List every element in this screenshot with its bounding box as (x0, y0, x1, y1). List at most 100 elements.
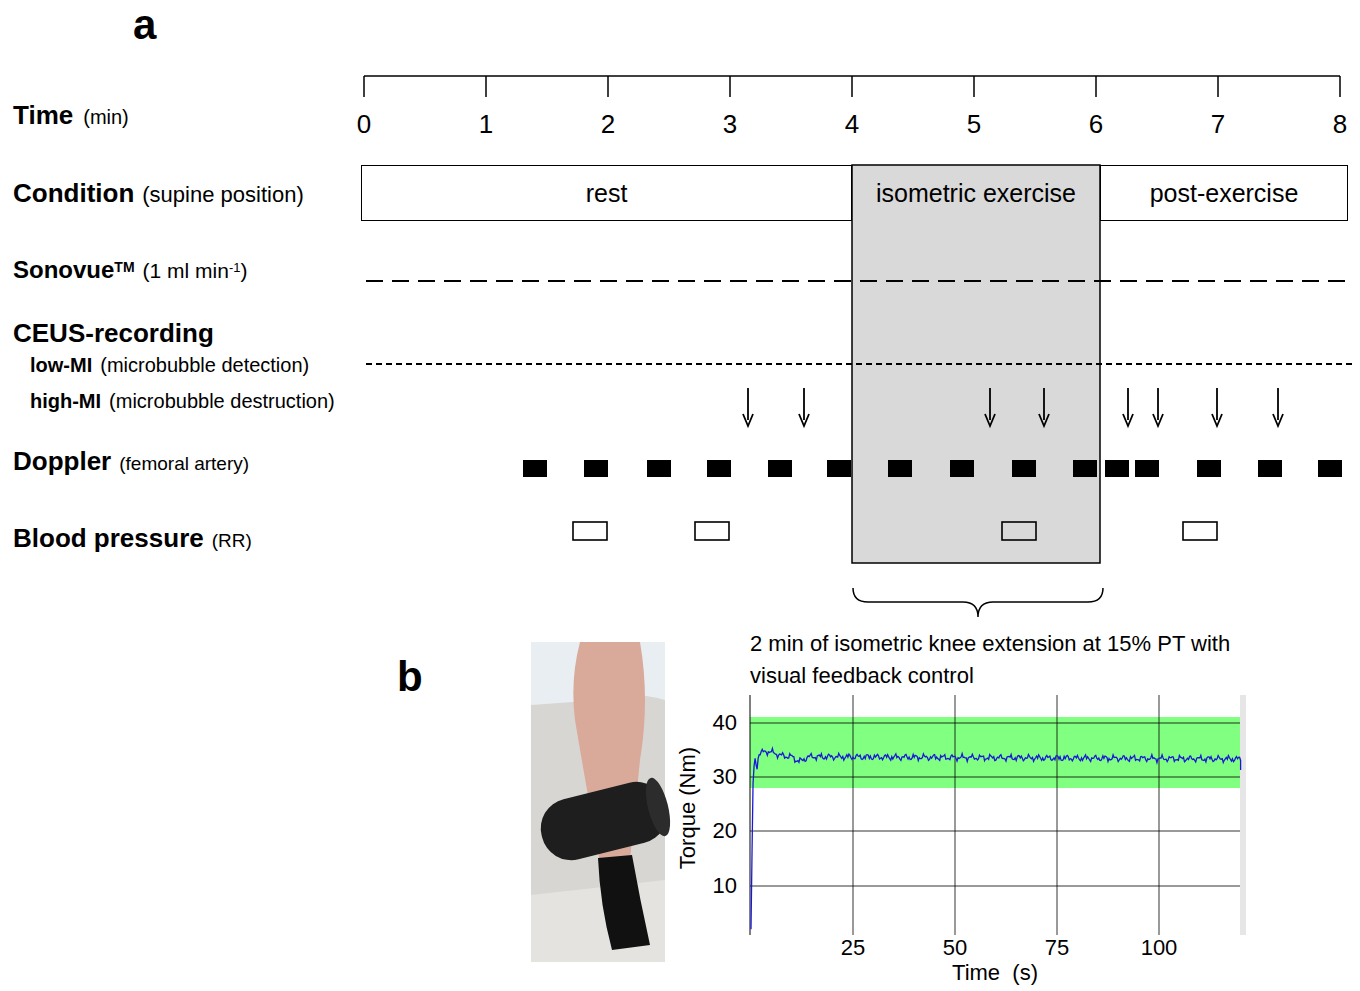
label-row: Condition(supine position) (13, 178, 304, 209)
label-row: b (397, 652, 423, 702)
torque-trace (751, 748, 1241, 929)
row-title: CEUS-recording (13, 318, 214, 348)
label-row: Doppler (femoral artery) (13, 446, 249, 477)
axis-tick (1217, 76, 1219, 97)
doppler-mark (1105, 460, 1129, 477)
condition-label: rest (586, 179, 628, 208)
row-note: (RR) (212, 530, 252, 551)
roller-end (641, 775, 675, 838)
axis-tick (851, 76, 853, 97)
x-tick-label: 100 (1141, 935, 1178, 960)
arrow-head (1123, 414, 1133, 426)
y-tick-label: 30 (713, 764, 737, 789)
row-note: ) (240, 259, 247, 282)
axis-tick-label: 8 (1333, 110, 1347, 140)
axis-title: Time (s) (952, 960, 1038, 985)
doppler-mark (950, 460, 974, 477)
grid-line (750, 723, 1240, 724)
doppler-mark (1012, 460, 1036, 477)
low-mi-line (366, 363, 1352, 365)
axis-tick-label: 0 (357, 110, 371, 140)
doppler-mark (1258, 460, 1282, 477)
doppler-mark (1135, 460, 1159, 477)
arrow-shaft (1157, 388, 1159, 420)
condition-label: isometric exercise (876, 179, 1076, 208)
row-note: (microbubble detection) (100, 354, 309, 376)
time-axis (364, 76, 1340, 97)
brace (853, 588, 1103, 617)
axis-tick-label: 4 (845, 110, 859, 140)
condition-label: post-exercise (1150, 179, 1299, 208)
row-title: Condition (13, 178, 134, 208)
row-title: Doppler (13, 446, 111, 476)
row-subtitle: high-MI (30, 390, 101, 412)
doppler-mark (584, 460, 608, 477)
axis-tick-label: 7 (1211, 110, 1225, 140)
grid-line (750, 777, 1240, 778)
axis-tick (973, 76, 975, 97)
blood-pressure-marks (573, 522, 1217, 540)
bp-mark (1183, 522, 1217, 540)
doppler-mark (768, 460, 792, 477)
condition-box: post-exercise (1100, 165, 1348, 221)
axis-tick (363, 76, 365, 97)
row-note: (femoral artery) (119, 453, 249, 474)
grid-line (853, 695, 854, 935)
arrow-head (1212, 414, 1222, 426)
condition-box: rest (361, 165, 852, 221)
superscript: TM (114, 259, 134, 275)
y-tick-label: 10 (713, 873, 737, 898)
doppler-mark (647, 460, 671, 477)
arrow-shaft (803, 388, 805, 420)
sock (598, 855, 650, 950)
axis-tick-label: 5 (967, 110, 981, 140)
axis-tick-label: 3 (723, 110, 737, 140)
doppler-mark (827, 460, 851, 477)
grid-line (1159, 695, 1160, 935)
axis-tick (1095, 76, 1097, 97)
knee-photo (531, 642, 675, 962)
doppler-mark (1197, 460, 1221, 477)
label-row: Blood pressure (RR) (13, 523, 252, 554)
condition-box: isometric exercise (852, 165, 1100, 221)
chart-caption: 2 min of isometric knee extension at 15%… (750, 628, 1260, 692)
axis-tick (1339, 76, 1341, 97)
row-note: (microbubble destruction) (109, 390, 335, 412)
row-title: Blood pressure (13, 523, 204, 553)
torque-chart (750, 695, 1246, 935)
target-band (750, 717, 1240, 788)
axis-tick (607, 76, 609, 97)
y-axis (750, 695, 751, 935)
infusion-line (366, 280, 1352, 282)
bp-mark (573, 522, 607, 540)
arrow-shaft (989, 388, 991, 420)
label-row: a (133, 0, 156, 50)
label-row: low-MI (microbubble detection) (30, 353, 309, 377)
axis-title: Torque (Nm) (675, 747, 700, 869)
arrow-shaft (747, 388, 749, 420)
x-tick-label: 50 (943, 935, 967, 960)
doppler-mark (888, 460, 912, 477)
bp-mark (695, 522, 729, 540)
label-row: SonovueTM(1 ml min-1) (13, 256, 247, 285)
doppler-marks (523, 460, 1342, 477)
axis-tick-label: 6 (1089, 110, 1103, 140)
high-mi-arrows (743, 388, 1283, 426)
grid-line (750, 886, 1240, 887)
axis-tick-label: 1 (479, 110, 493, 140)
bp-mark (1002, 522, 1036, 540)
y-tick-label: 40 (713, 710, 737, 735)
arrow-head (1039, 414, 1049, 426)
arrow-head (799, 414, 809, 426)
x-tick-label: 75 (1045, 935, 1069, 960)
row-subtitle: low-MI (30, 354, 92, 376)
arrow-head (743, 414, 753, 426)
bed-sheet (531, 880, 665, 962)
grid-line (750, 831, 1240, 832)
doppler-mark (1073, 460, 1097, 477)
panel-letter: a (133, 1, 156, 48)
arrow-shaft (1043, 388, 1045, 420)
grid-line (955, 695, 956, 935)
grid-line (1057, 695, 1058, 935)
panel-letter: b (397, 653, 423, 700)
